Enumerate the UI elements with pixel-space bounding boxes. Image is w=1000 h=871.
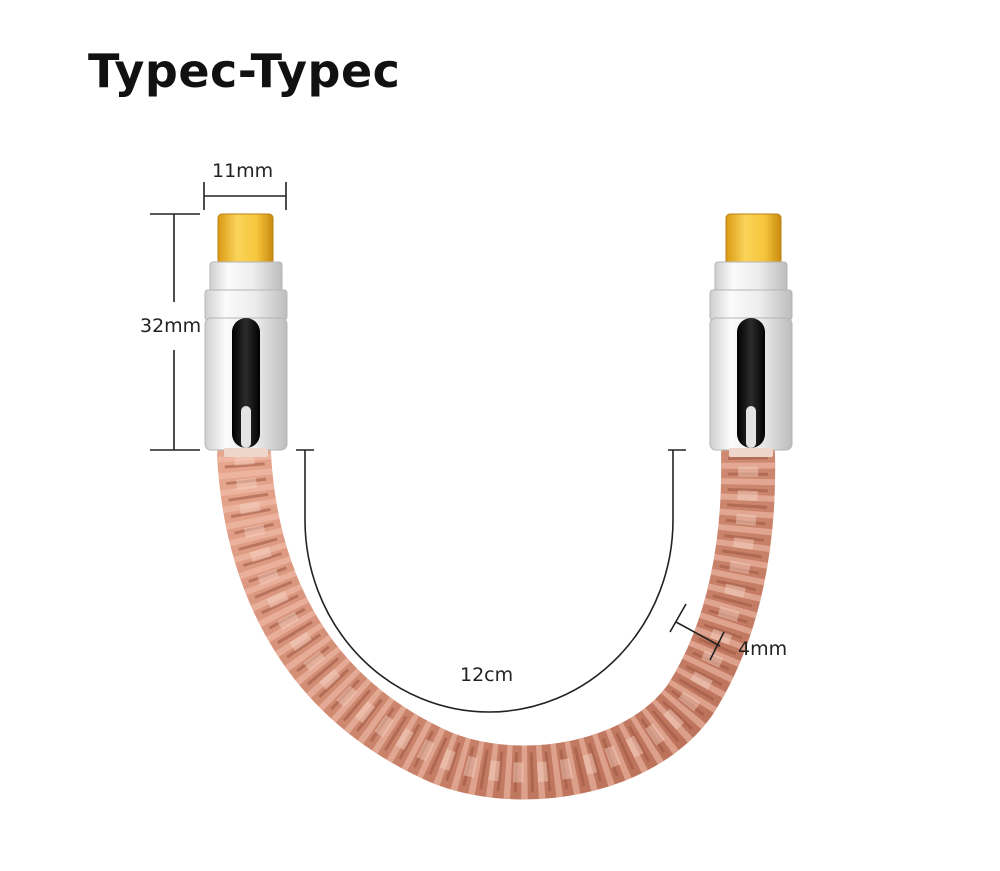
braided-cable bbox=[217, 428, 776, 800]
plug-width-label: 11mm bbox=[212, 160, 274, 182]
right-gold-plug bbox=[725, 213, 782, 265]
page-title: Typec-Typec bbox=[88, 44, 401, 98]
left-usb-c-connector bbox=[204, 213, 288, 457]
right-usb-c-connector bbox=[709, 213, 793, 457]
right-black-stripe bbox=[737, 318, 765, 448]
cable-length-label: 12cm bbox=[460, 664, 514, 686]
left-gold-plug bbox=[217, 213, 274, 265]
left-black-stripe bbox=[232, 318, 260, 448]
length-dimension-arc bbox=[296, 449, 686, 713]
diameter-dimension-line bbox=[669, 603, 725, 661]
plug-height-label: 32mm bbox=[140, 315, 202, 337]
height-dimension-line bbox=[150, 213, 200, 451]
width-dimension-line bbox=[203, 182, 287, 210]
cable-diameter-label: 4mm bbox=[738, 638, 788, 660]
